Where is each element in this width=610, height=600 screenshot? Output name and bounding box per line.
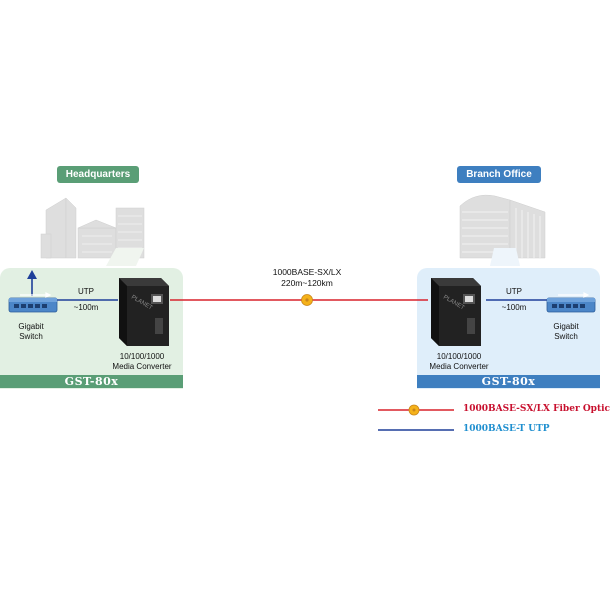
hq-utp-distance: ~100m: [73, 303, 99, 312]
hq-model-bar: GST-80x: [0, 375, 183, 388]
branch-utp-label: UTP: [506, 287, 522, 296]
branch-building-icon: [459, 194, 546, 266]
legend-fiber-label: 1000BASE-SX/LX Fiber Optic: [463, 404, 610, 414]
headquarters-building-icon: [40, 197, 145, 266]
branch-model-bar: GST-80x: [417, 375, 600, 388]
branch-utp-distance: ~100m: [501, 303, 527, 312]
branch-office-label: Branch Office: [457, 166, 541, 183]
hq-utp-label: UTP: [78, 287, 94, 296]
branch-switch-icon: [546, 292, 596, 313]
legend-utp-label: 1000BASE-T UTP: [463, 424, 550, 434]
headquarters-label: Headquarters: [57, 166, 139, 183]
uplink-arrow-icon: [27, 270, 37, 279]
hq-media-converter-icon: PLANET: [119, 278, 169, 346]
branch-media-converter-icon: PLANET: [431, 278, 481, 346]
hq-switch-icon: [8, 292, 58, 313]
legend-swatches: [378, 404, 454, 431]
